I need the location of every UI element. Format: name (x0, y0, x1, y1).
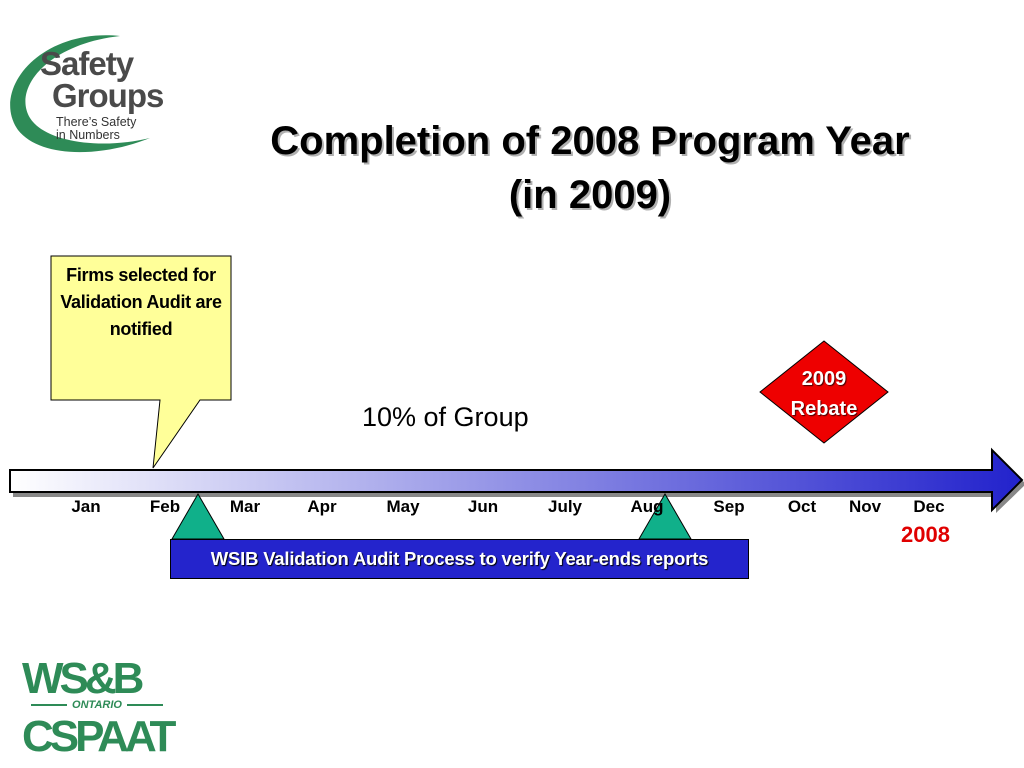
month-mar: Mar (229, 497, 261, 516)
slide-title-line-1: Completion of 2008 Program Year (270, 119, 910, 163)
month-oct: Oct (787, 497, 817, 516)
rebate-year: 2009 (801, 368, 847, 390)
month-dec: Dec (913, 497, 945, 516)
timeline-year: 2008 (901, 522, 950, 547)
month-apr: Apr (307, 497, 337, 516)
logo-swoosh-icon (10, 35, 150, 153)
logo-tagline-2: in Numbers (56, 128, 120, 142)
month-sep: Sep (713, 497, 745, 516)
month-jul: July (547, 497, 583, 516)
wsib-logo-bottom: CSPAAT (22, 712, 176, 761)
logo-tagline-1: There’s Safety (56, 115, 137, 129)
wsib-logo-ontario: ONTARIO (22, 699, 172, 711)
month-jan: Jan (71, 497, 101, 516)
month-may: May (386, 497, 420, 516)
month-aug: Aug (630, 497, 664, 516)
rebate-diamond (759, 340, 889, 444)
rebate-label: Rebate (790, 398, 858, 420)
month-jun: Jun (467, 497, 499, 516)
month-nov: Nov (848, 497, 882, 516)
safety-groups-logo: Safety Groups There’s Safety in Numbers (0, 30, 210, 160)
slide-title-line-2: (in 2009) (508, 173, 672, 217)
wsib-cspaat-logo: WS&B ONTARIO CSPAAT (22, 654, 176, 761)
callout-text: Firms selected for Validation Audit are … (60, 265, 222, 339)
callout-shape (50, 255, 232, 469)
group-percent-label: 10% of Group (362, 402, 529, 432)
logo-word-groups: Groups (52, 77, 164, 114)
timeline-arrow (9, 447, 1024, 513)
wsib-logo-top: WS&B (22, 654, 144, 703)
validation-process-box: WSIB Validation Audit Process to verify … (170, 539, 749, 579)
logo-word-safety: Safety (40, 45, 134, 82)
month-feb: Feb (149, 497, 181, 516)
validation-process-label: WSIB Validation Audit Process to verify … (210, 548, 709, 569)
